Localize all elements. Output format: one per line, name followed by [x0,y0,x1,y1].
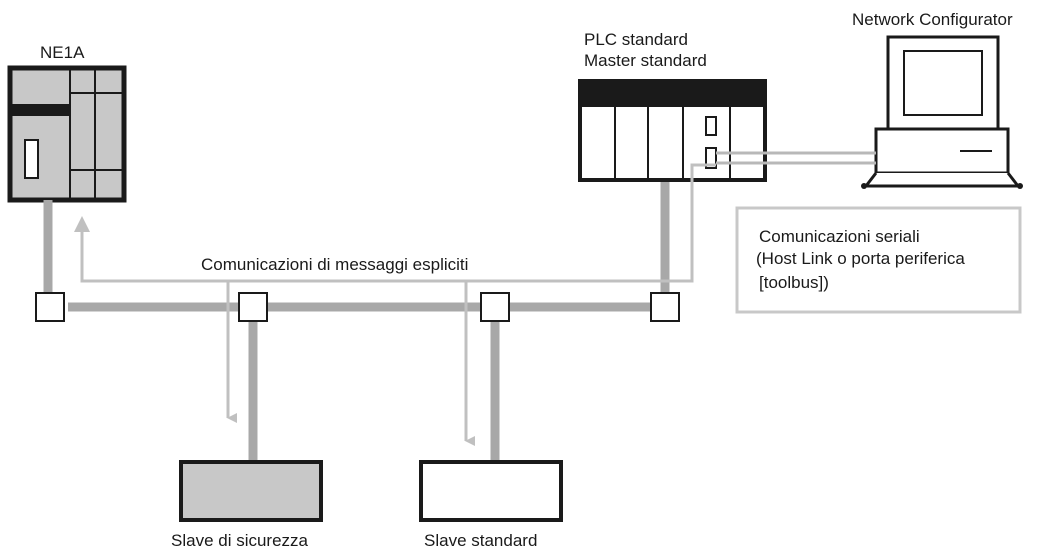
safety-slave-label: Slave di sicurezza [171,531,309,550]
plc-label-line2: Master standard [584,51,707,70]
ne1a-device [7,65,127,203]
network-trunk [43,182,670,460]
node-plc [650,292,680,322]
serial-label-line1: Comunicazioni seriali [759,227,920,246]
safety-slave-box [179,460,323,522]
explicit-messages-label: Comunicazioni di messaggi espliciti [201,255,468,274]
node-safety-slave [238,292,268,322]
serial-comm-box [735,206,1022,314]
arrow-to-ne1a [74,216,90,232]
configurator-label: Network Configurator [852,10,1013,29]
serial-link-lines [716,151,876,165]
network-configurator-pc [861,35,1023,189]
serial-label-line3: [toolbus]) [759,273,829,292]
network-nodes [35,292,680,322]
standard-slave-box [419,460,563,522]
plc-device [578,79,767,182]
explicit-message-path [80,163,716,446]
node-ne1a [35,292,65,322]
plc-label-line1: PLC standard [584,30,688,49]
ne1a-label: NE1A [40,43,85,62]
standard-slave-label: Slave standard [424,531,537,550]
node-standard-slave [480,292,510,322]
serial-label-line2: (Host Link o porta periferica [756,249,965,268]
